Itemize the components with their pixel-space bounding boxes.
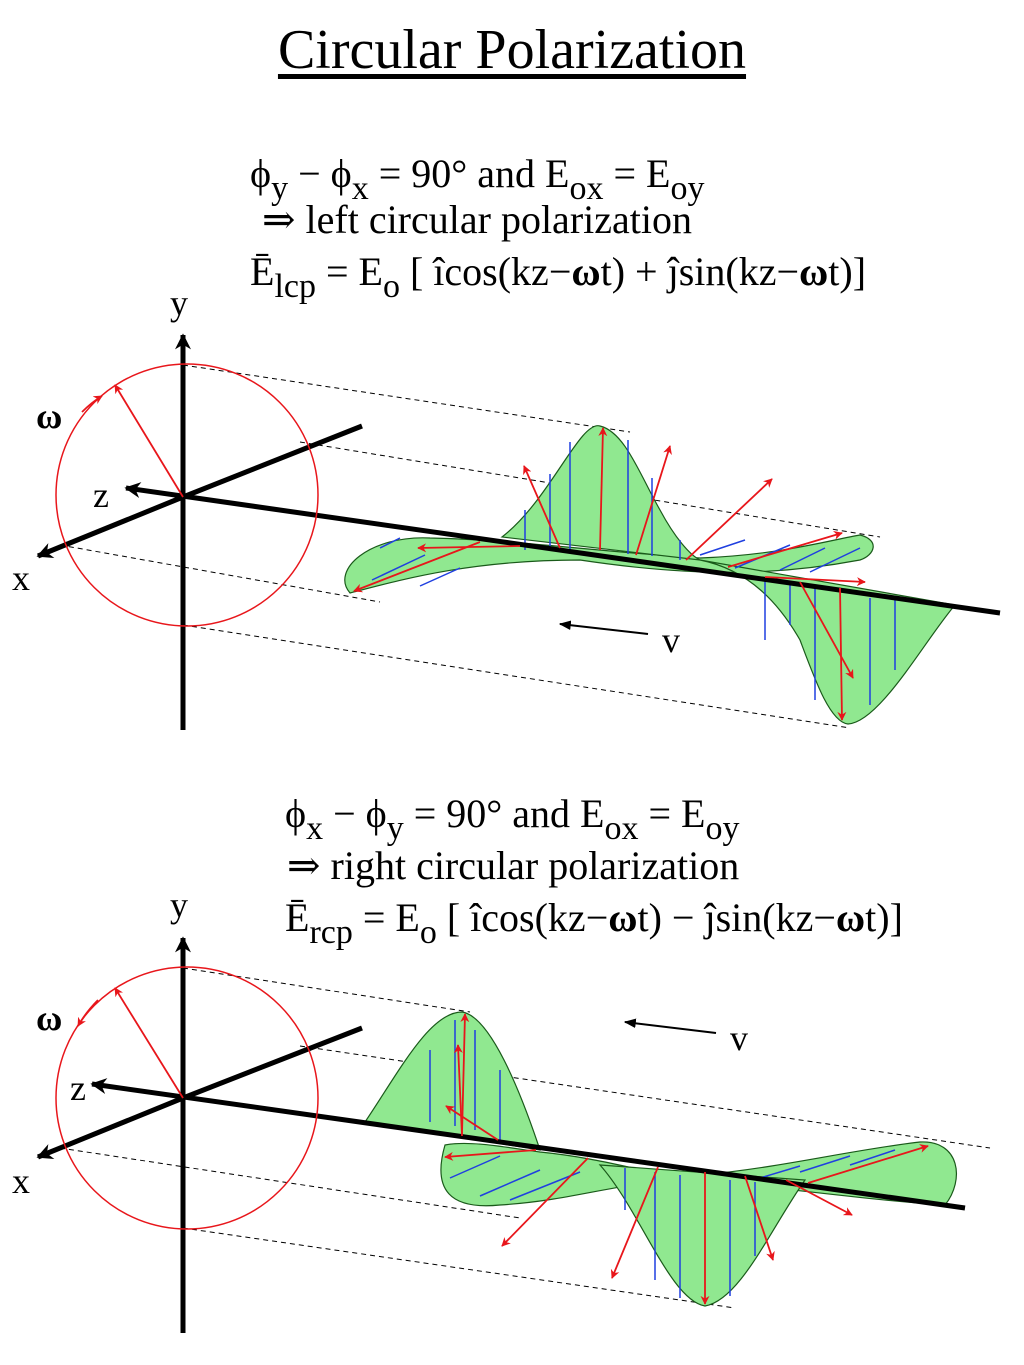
coordinate-axes — [36, 333, 1001, 730]
x-axis-back — [182, 1025, 363, 1101]
bottom-v-label: v — [730, 1018, 748, 1058]
omega-symbol: ω — [835, 895, 866, 940]
top-v-label: v — [662, 620, 680, 660]
top-phase-condition: ϕy − ϕx = 90° and Eox = Eoy — [250, 150, 704, 206]
field-symbol: Ē — [250, 249, 275, 294]
subscript: oy — [670, 170, 705, 207]
wave-envelope — [344, 425, 957, 725]
top-diagram — [36, 333, 1001, 730]
page-title: Circular Polarization — [277, 19, 747, 81]
subscript: x — [351, 170, 369, 207]
bottom-x-label: x — [12, 1161, 30, 1201]
top-field-equation: Ēlcp = Eo [ îcos(kz−ωt) + ĵsin(kz−ωt)] — [250, 248, 867, 304]
phase-value: = 90° and E — [403, 791, 605, 836]
bottom-z-label: z — [70, 1068, 86, 1108]
x-axis — [36, 1095, 184, 1160]
rotation-circle — [55, 966, 319, 1230]
bottom-implication: ⇒ right circular polarization — [287, 843, 740, 888]
z-axis — [90, 1078, 966, 1211]
subscript: y — [271, 170, 289, 207]
field-vectors — [81, 384, 866, 721]
subscript: ox — [569, 170, 604, 207]
bottom-y-label: y — [170, 885, 188, 925]
equation-text: t) − ĵsin(kz− — [637, 895, 836, 940]
equation-text: = E — [315, 249, 383, 294]
phase-value: = 90° and E — [368, 151, 570, 196]
z-axis — [124, 482, 1001, 616]
bottom-omega-label: ω — [36, 998, 63, 1038]
field-symbol: Ē — [285, 895, 310, 940]
omega-symbol: ω — [799, 249, 829, 294]
bottom-field-equation: Ērcp = Eo [ îcos(kz−ωt) − ĵsin(kz−ωt)] — [285, 894, 903, 950]
equation-text: [ îcos(kz− — [399, 249, 572, 294]
bottom-diagram — [36, 936, 991, 1333]
velocity-arrow — [623, 1018, 717, 1034]
amplitude-eq: = E — [638, 791, 706, 836]
guide-lines — [59, 364, 881, 729]
subscript: rcp — [309, 914, 353, 951]
equation-text: [ îcos(kz− — [436, 895, 609, 940]
minus-sign: − — [288, 151, 331, 196]
minus-sign: − — [323, 791, 366, 836]
bottom-phase-condition: ϕx − ϕy = 90° and Eox = Eoy — [285, 790, 739, 846]
top-implication: ⇒ left circular polarization — [262, 197, 692, 242]
top-x-label: x — [12, 558, 30, 598]
x-axis-back — [182, 423, 363, 500]
subscript: o — [382, 268, 400, 305]
omega-symbol: ω — [571, 249, 601, 294]
top-y-label: y — [170, 283, 188, 323]
coordinate-axes — [36, 936, 966, 1333]
phi-symbol: ϕ — [250, 151, 272, 196]
subscript: ox — [604, 810, 639, 847]
amplitude-eq: = E — [603, 151, 671, 196]
velocity-arrow — [558, 620, 649, 635]
subscript: y — [386, 810, 404, 847]
equation-text: t)] — [865, 895, 903, 940]
x-axis — [36, 494, 184, 559]
subscript: oy — [705, 810, 740, 847]
subscript: x — [306, 810, 324, 847]
equation-text: t) + ĵsin(kz− — [600, 249, 800, 294]
phi-symbol: ϕ — [285, 791, 307, 836]
omega-symbol: ω — [608, 895, 638, 940]
rotation-circle — [55, 363, 319, 627]
phi-symbol: ϕ — [365, 791, 387, 836]
top-omega-label: ω — [36, 396, 63, 436]
subscript: o — [419, 914, 437, 951]
phi-symbol: ϕ — [330, 151, 352, 196]
wave-stripes — [429, 1020, 896, 1298]
field-vectors — [77, 987, 929, 1305]
top-z-label: z — [93, 475, 109, 515]
equation-text: = E — [352, 895, 420, 940]
equation-text: t)] — [828, 249, 867, 294]
subscript: lcp — [274, 268, 316, 305]
